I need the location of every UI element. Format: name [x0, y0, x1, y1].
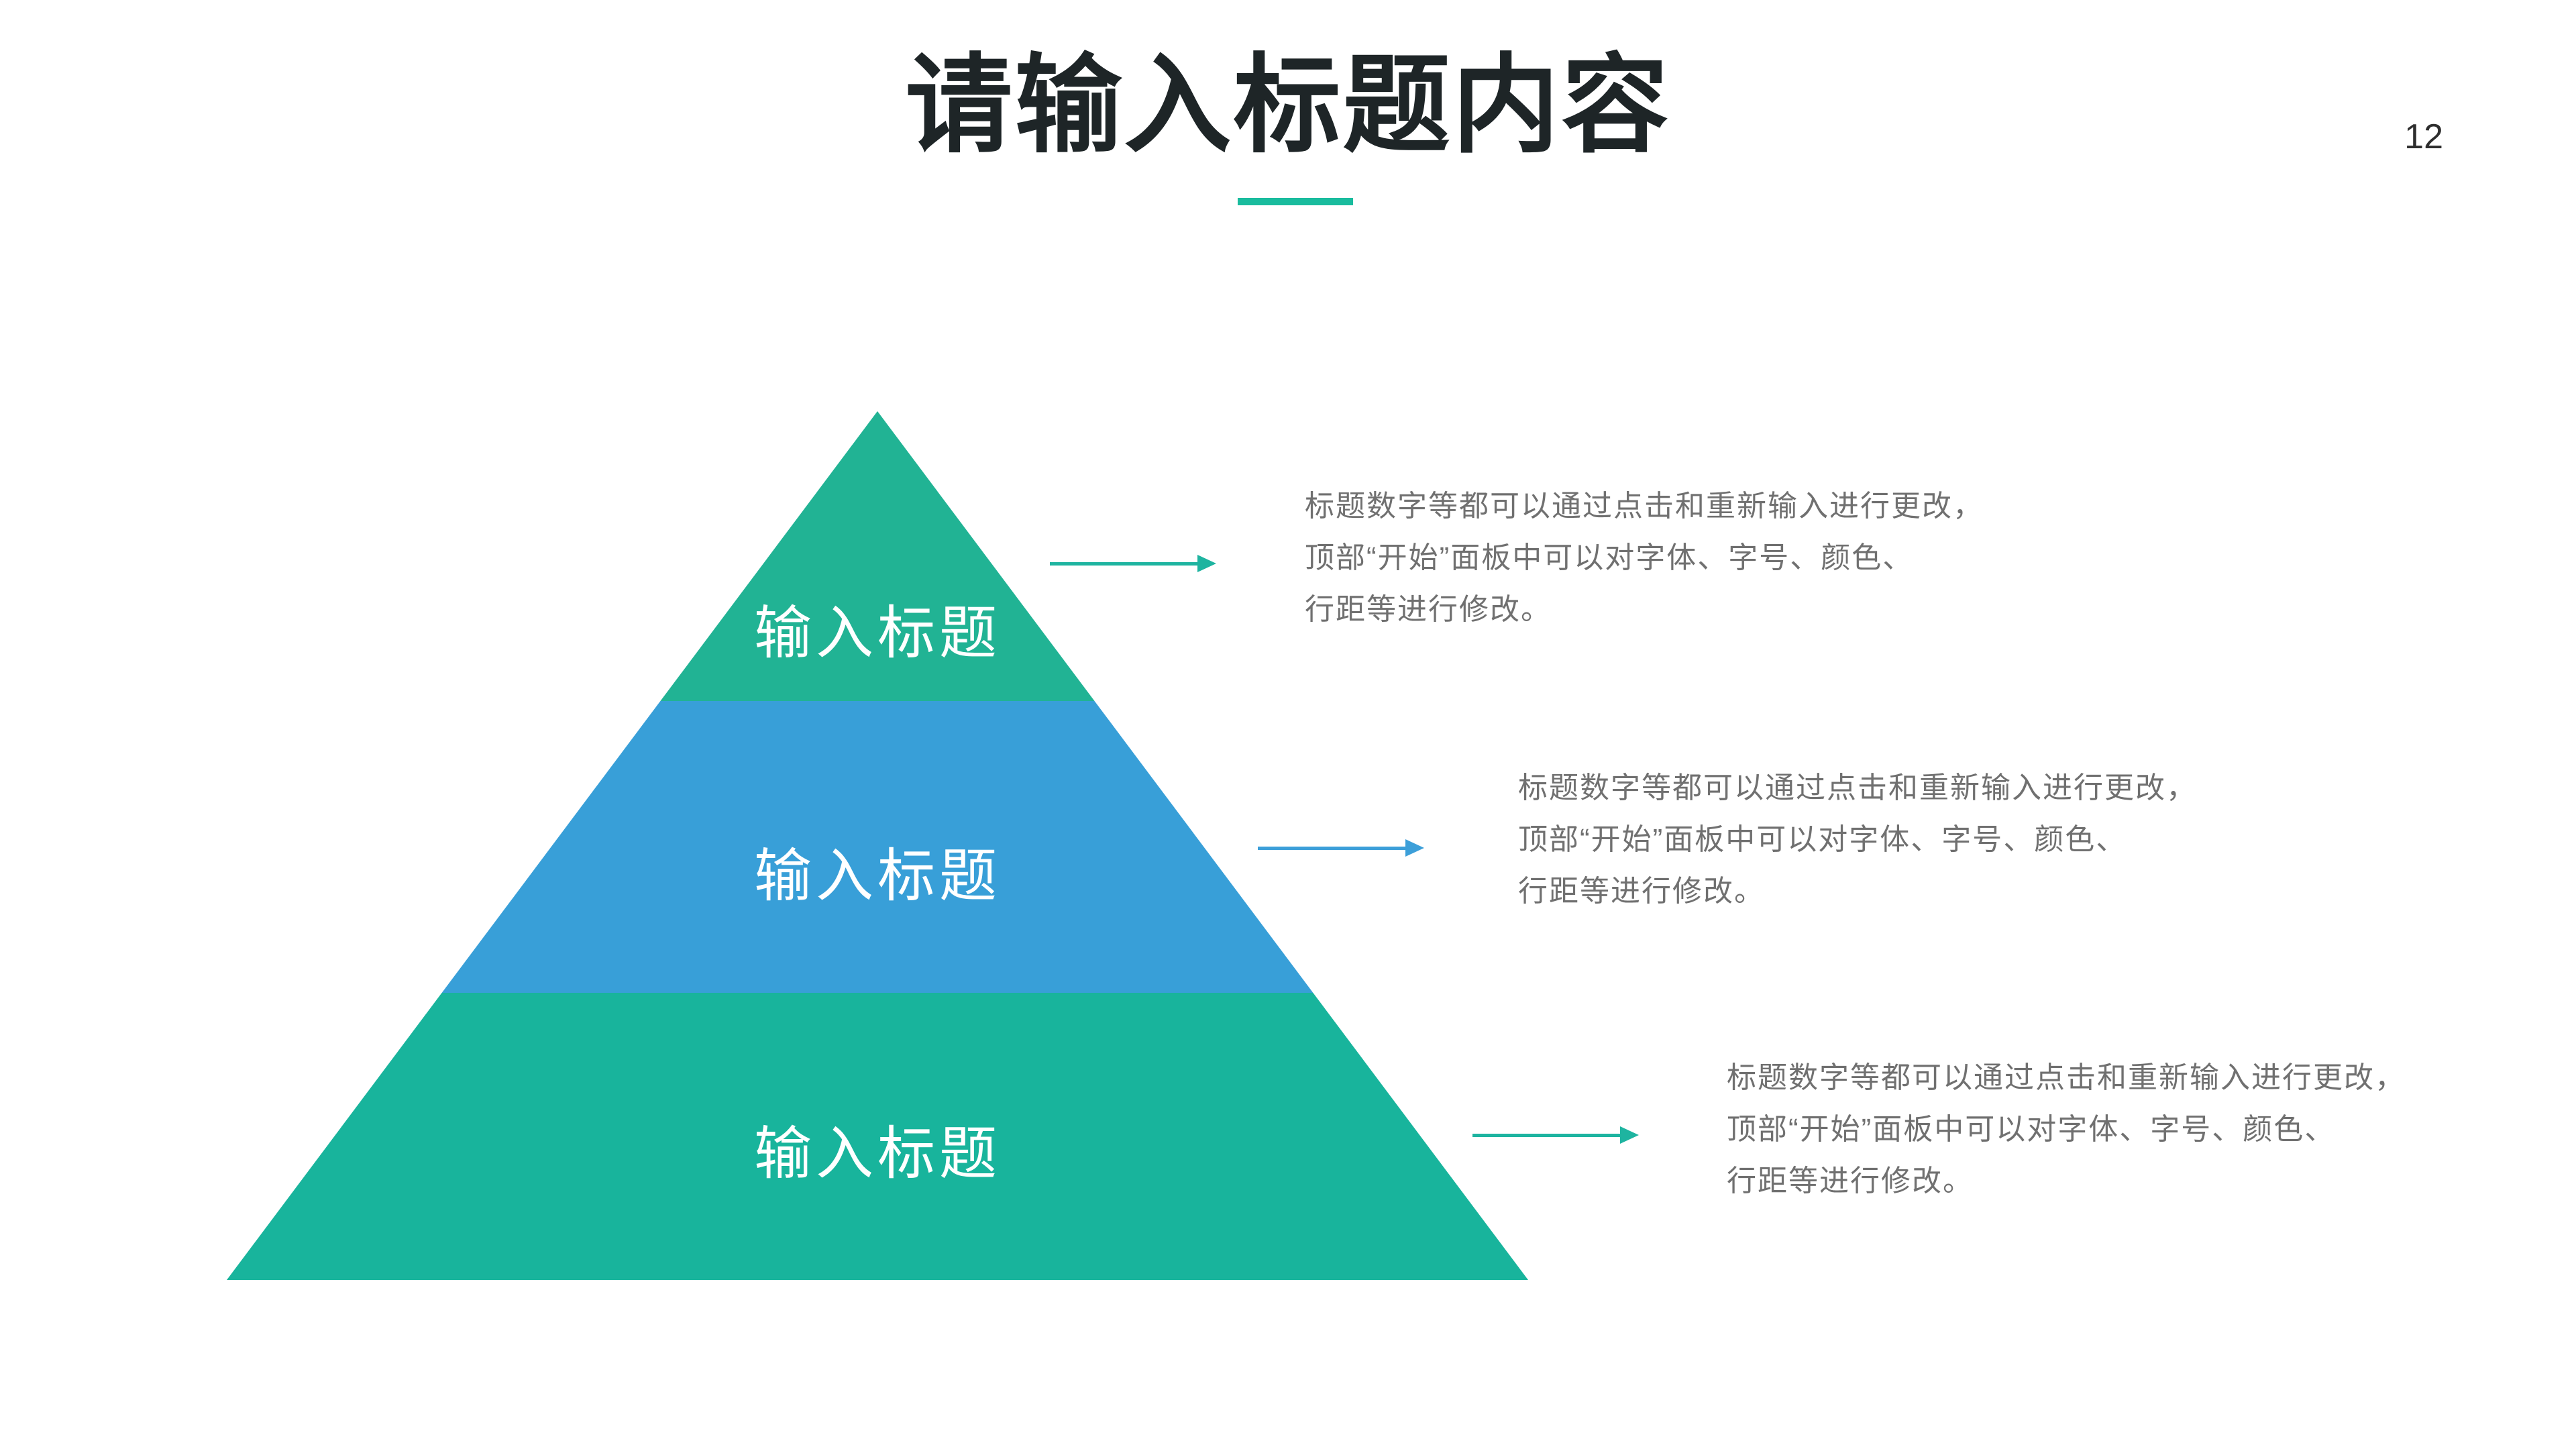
arrow-shaft [1258, 846, 1405, 850]
annotation-text-top: 标题数字等都可以通过点击和重新输入进行更改， 顶部“开始”面板中可以对字体、字号… [1305, 490, 1984, 626]
annotation-text-bottom: 标题数字等都可以通过点击和重新输入进行更改， 顶部“开始”面板中可以对字体、字号… [1727, 1061, 2406, 1197]
annotation-text-middle: 标题数字等都可以通过点击和重新输入进行更改， 顶部“开始”面板中可以对字体、字号… [1518, 771, 2197, 908]
pyramid-tier-bottom-label: 输入标题 [754, 1122, 1001, 1186]
title-accent-divider [1238, 198, 1353, 205]
connector-arrow-middle [1258, 839, 1424, 857]
arrow-head-icon [1197, 555, 1216, 572]
pyramid-tier-top-label: 输入标题 [754, 601, 1001, 665]
arrow-head-icon [1405, 839, 1424, 857]
page-number: 12 [2404, 117, 2443, 156]
connector-arrow-bottom [1472, 1126, 1639, 1144]
page-title: 请输入标题内容 [905, 45, 1671, 165]
pyramid-tier-middle-label: 输入标题 [754, 844, 1001, 908]
arrow-head-icon [1620, 1126, 1639, 1144]
pyramid-tier-bottom [227, 993, 1528, 1280]
connector-arrow-top [1050, 555, 1216, 572]
arrow-shaft [1050, 561, 1197, 566]
arrow-shaft [1472, 1133, 1620, 1137]
